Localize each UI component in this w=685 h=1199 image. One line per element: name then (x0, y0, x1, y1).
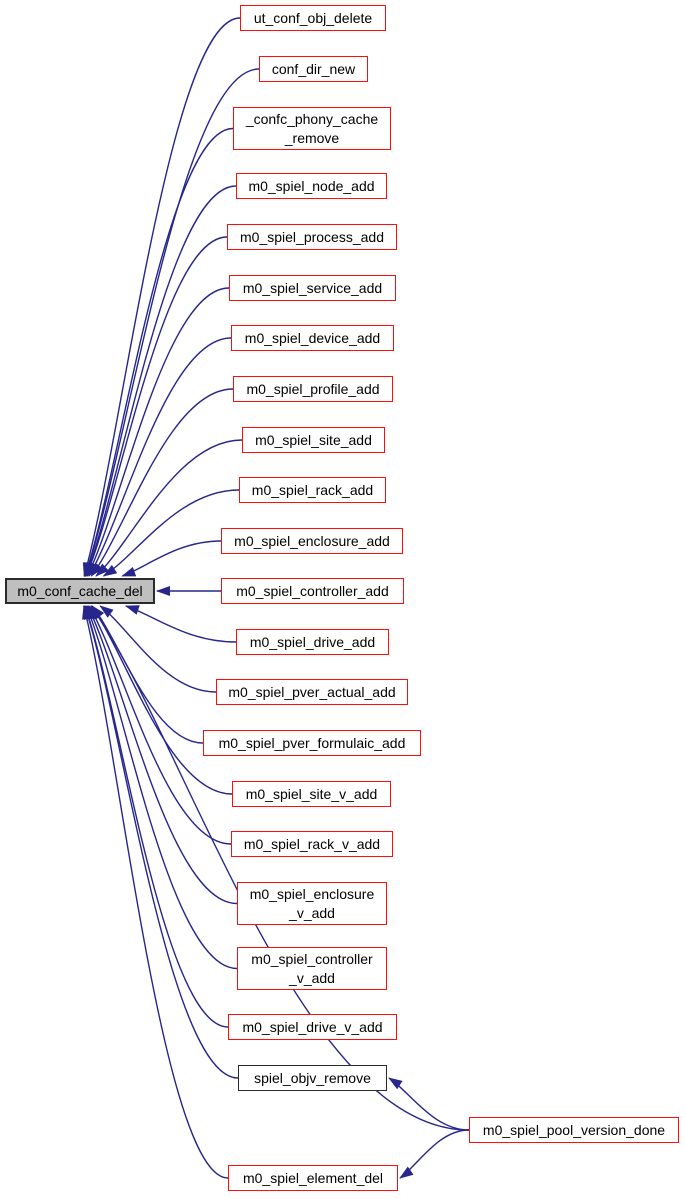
node-conf_dir_new[interactable]: conf_dir_new (259, 56, 368, 82)
edge-m0_spiel_profile_add-to-m0_conf_cache_del (90, 388, 234, 577)
edge-m0_spiel_pool_version_done-to-spiel_objv_remove (388, 1077, 470, 1131)
node-m0_spiel_rack_add[interactable]: m0_spiel_rack_add (239, 477, 386, 503)
node-m0_spiel_controller_add[interactable]: m0_spiel_controller_add (221, 578, 404, 604)
edge-m0_spiel_pver_actual_add-to-m0_conf_cache_del (99, 605, 217, 693)
edge-m0_spiel_node_add-to-m0_conf_cache_del (85, 185, 237, 577)
node-m0_spiel_pver_formulaic_add[interactable]: m0_spiel_pver_formulaic_add (203, 730, 421, 756)
edge-m0_spiel_drive_v_add-to-m0_conf_cache_del (84, 605, 229, 1028)
node-m0_spiel_node_add[interactable]: m0_spiel_node_add (236, 173, 387, 199)
node-m0_spiel_site_add[interactable]: m0_spiel_site_add (242, 427, 385, 453)
edge-m0_spiel_site_v_add-to-m0_conf_cache_del (90, 605, 233, 795)
node-m0_spiel_drive_v_add[interactable]: m0_spiel_drive_v_add (228, 1014, 397, 1040)
node-m0_spiel_pool_version_done[interactable]: m0_spiel_pool_version_done (469, 1117, 679, 1143)
edge-m0_spiel_process_add-to-m0_conf_cache_del (85, 236, 228, 577)
edge-m0_spiel_enclosure_add-to-m0_conf_cache_del (121, 540, 222, 577)
node-ut_conf_obj_delete[interactable]: ut_conf_obj_delete (240, 5, 386, 31)
node-m0_spiel_drive_add[interactable]: m0_spiel_drive_add (236, 629, 389, 655)
node-m0_spiel_controller_v_add[interactable]: m0_spiel_controller _v_add (237, 947, 387, 990)
edge-m0_spiel_pool_version_done-to-m0_spiel_element_del (399, 1129, 470, 1179)
edge-m0_spiel_rack_v_add-to-m0_conf_cache_del (88, 605, 232, 845)
node-m0_spiel_site_v_add[interactable]: m0_spiel_site_v_add (232, 781, 391, 807)
edge-m0_spiel_rack_add-to-m0_conf_cache_del (102, 489, 240, 577)
edge-_confc_phony_cache_remove-to-m0_conf_cache_del (84, 127, 234, 577)
edge-m0_spiel_drive_add-to-m0_conf_cache_del (124, 605, 237, 643)
edge-m0_spiel_controller_v_add-to-m0_conf_cache_del (85, 605, 238, 970)
node-m0_spiel_process_add[interactable]: m0_spiel_process_add (227, 224, 397, 250)
node-m0_spiel_profile_add[interactable]: m0_spiel_profile_add (233, 376, 393, 402)
edge-m0_spiel_site_add-to-m0_conf_cache_del (95, 439, 243, 577)
edge-spiel_objv_remove-to-m0_conf_cache_del (84, 605, 239, 1079)
node-m0_spiel_pver_actual_add[interactable]: m0_spiel_pver_actual_add (216, 679, 408, 705)
edge-m0_spiel_pver_formulaic_add-to-m0_conf_cache_del (91, 605, 204, 744)
node-m0_spiel_element_del[interactable]: m0_spiel_element_del (228, 1165, 398, 1191)
node-_confc_phony_cache_remove[interactable]: _confc_phony_cache _remove (233, 107, 391, 150)
edge-ut_conf_obj_delete-to-m0_conf_cache_del (82, 17, 241, 577)
node-m0_spiel_device_add[interactable]: m0_spiel_device_add (231, 325, 394, 351)
node-m0_spiel_enclosure_add[interactable]: m0_spiel_enclosure_add (221, 528, 403, 554)
edge-m0_spiel_element_del-to-m0_conf_cache_del (82, 605, 229, 1179)
node-m0_conf_cache_del: m0_conf_cache_del (5, 578, 155, 604)
node-spiel_objv_remove: spiel_objv_remove (238, 1065, 387, 1091)
edge-m0_spiel_service_add-to-m0_conf_cache_del (86, 287, 230, 577)
node-m0_spiel_enclosure_v_add[interactable]: m0_spiel_enclosure _v_add (237, 882, 387, 925)
node-m0_spiel_rack_v_add[interactable]: m0_spiel_rack_v_add (231, 831, 393, 857)
node-m0_spiel_service_add[interactable]: m0_spiel_service_add (229, 275, 396, 301)
edge-m0_spiel_device_add-to-m0_conf_cache_del (88, 337, 232, 577)
